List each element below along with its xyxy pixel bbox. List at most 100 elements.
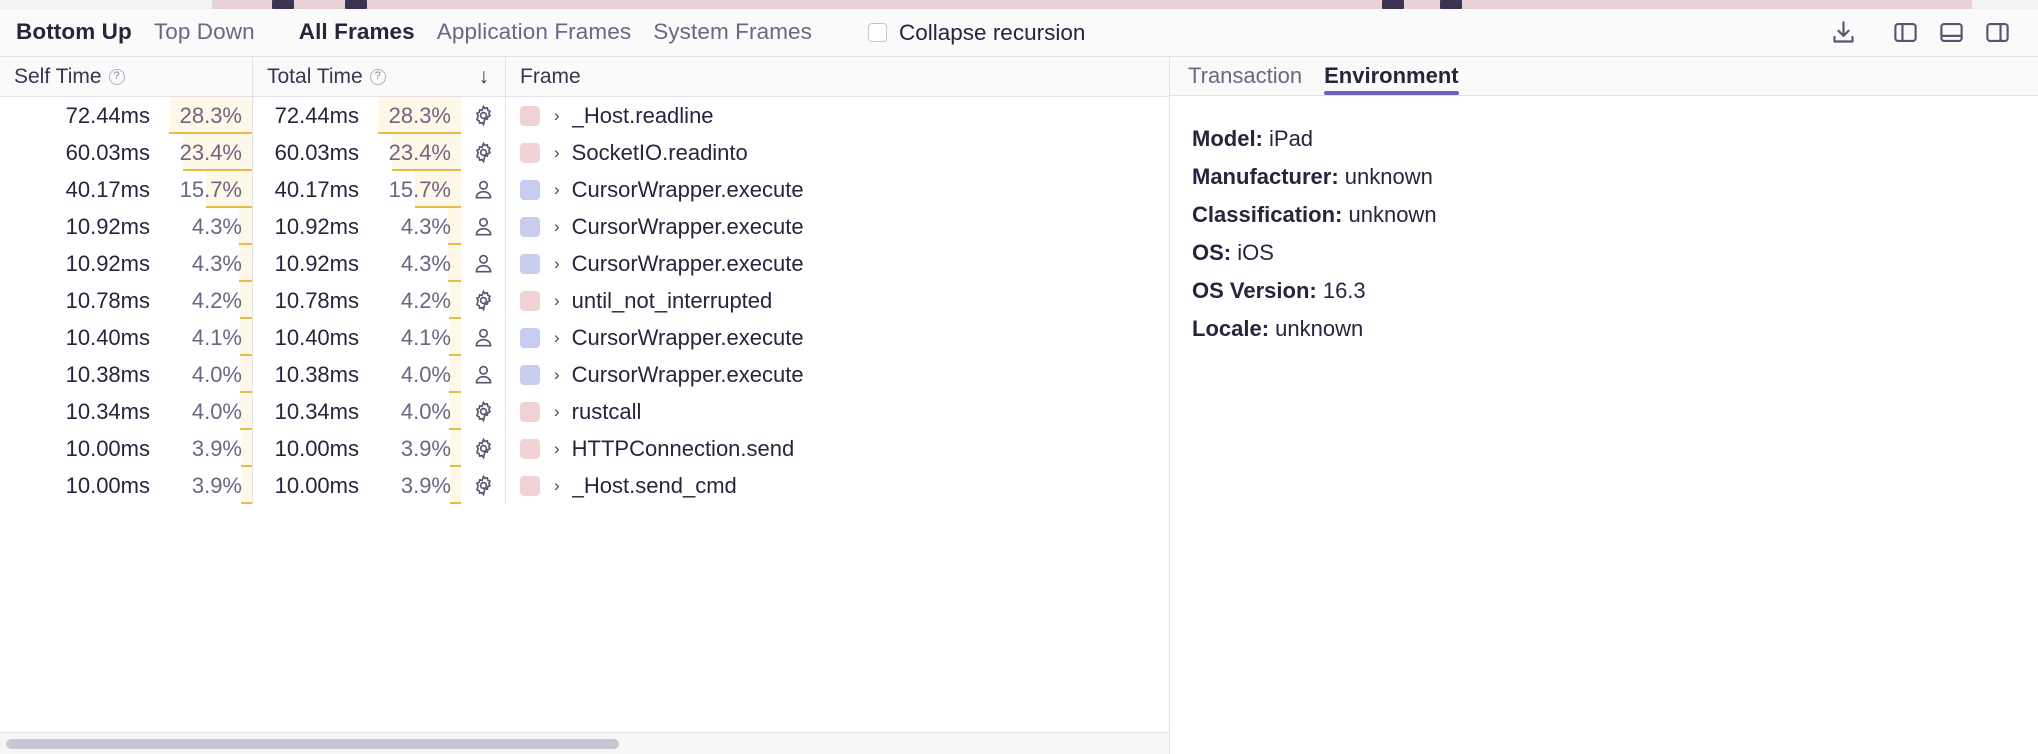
percentage-underline-bar (239, 353, 252, 356)
table-cell-frame[interactable]: › rustcall (506, 393, 1169, 430)
tab-top-down[interactable]: Top Down (153, 18, 255, 44)
self-time-value: 10.00ms (65, 472, 150, 498)
flame-bar[interactable] (1972, 0, 2038, 9)
flame-tick[interactable] (272, 0, 294, 9)
person-icon[interactable] (461, 319, 505, 356)
gear-icon[interactable] (461, 134, 505, 171)
table-cell-frame[interactable]: ›_Host.readline (506, 97, 1169, 134)
tab-environment[interactable]: Environment (1324, 57, 1460, 95)
percentage-underline-bar (169, 131, 252, 134)
frame-color-swatch (520, 438, 540, 459)
flame-tick[interactable] (1440, 0, 1462, 9)
gear-icon[interactable] (461, 282, 505, 319)
table-cell-frame[interactable]: ›_Host.send_cmd (506, 467, 1169, 504)
table-cell-frame[interactable]: ›SocketIO.readinto (506, 134, 1169, 171)
percentage-background-bar (414, 171, 461, 208)
flame-tick[interactable] (345, 0, 367, 9)
table-cell-frame[interactable]: ›CursorWrapper.execute (506, 245, 1169, 282)
flame-tick[interactable] (1382, 0, 1404, 9)
table-cell-frame[interactable]: ›CursorWrapper.execute (506, 356, 1169, 393)
tab-bottom-up[interactable]: Bottom Up (14, 19, 134, 62)
collapse-recursion-toggle[interactable]: Collapse recursion (868, 20, 1085, 46)
column-header-total-time[interactable]: Total Time ? ↓ (253, 57, 506, 96)
frame-name: rustcall (571, 398, 642, 424)
horizontal-scrollbar[interactable] (0, 732, 1169, 754)
percentage-cell: 3.9% (164, 430, 252, 467)
person-icon[interactable] (461, 356, 505, 393)
table-cell-frame[interactable]: ›CursorWrapper.execute (506, 171, 1169, 208)
gear-icon[interactable] (461, 97, 505, 134)
total-time-value: 10.00ms (274, 472, 359, 498)
frame-color-swatch (520, 179, 540, 200)
percentage-cell: 4.2% (373, 282, 461, 319)
percentage-underline-bar (449, 501, 461, 504)
gear-icon[interactable] (461, 393, 505, 430)
collapse-recursion-checkbox[interactable] (868, 23, 888, 42)
gear-icon[interactable] (461, 467, 505, 504)
chevron-right-icon[interactable]: › (554, 365, 560, 384)
download-icon[interactable] (1820, 13, 1866, 53)
chevron-right-icon[interactable]: › (554, 180, 560, 199)
chevron-right-icon[interactable]: › (554, 106, 560, 125)
percentage-cell: 4.1% (164, 319, 252, 356)
percentage-background-bar (448, 282, 461, 319)
gear-icon[interactable] (461, 430, 505, 467)
chevron-right-icon[interactable]: › (554, 402, 560, 421)
chevron-right-icon[interactable]: › (554, 143, 560, 162)
flamegraph-strip-cutoff[interactable] (0, 0, 2038, 9)
tab-system-frames[interactable]: System Frames (653, 18, 813, 44)
person-icon[interactable] (461, 208, 505, 245)
table-cell-frame[interactable]: ›HTTPConnection.send (506, 430, 1169, 467)
percentage-background-bar (448, 208, 461, 245)
table-cell-frame[interactable]: ›until_not_interrupted (506, 282, 1169, 319)
self-time-percentage: 4.1% (191, 324, 242, 350)
flame-bar[interactable] (0, 0, 212, 9)
horizontal-scrollbar-thumb[interactable] (6, 738, 620, 749)
total-time-percentage: 4.1% (400, 324, 451, 350)
column-header-frame[interactable]: Frame (506, 57, 1169, 96)
percentage-background-bar (239, 208, 252, 245)
environment-field: Model: iPad (1192, 120, 2038, 158)
layout-right-panel-icon[interactable] (1974, 13, 2020, 53)
tab-transaction[interactable]: Transaction (1188, 63, 1303, 88)
column-header-frame-label: Frame (520, 64, 581, 88)
chevron-right-icon[interactable]: › (554, 254, 560, 273)
person-icon[interactable] (461, 245, 505, 282)
chevron-right-icon[interactable]: › (554, 476, 560, 495)
sort-descending-icon[interactable]: ↓ (478, 64, 490, 88)
chevron-right-icon[interactable]: › (554, 217, 560, 236)
percentage-cell: 4.0% (373, 393, 461, 430)
self-time-percentage: 4.0% (191, 398, 242, 424)
layout-bottom-panel-icon[interactable] (1928, 13, 1974, 53)
flame-bar[interactable] (212, 0, 1972, 9)
chevron-right-icon[interactable]: › (554, 439, 560, 458)
layout-left-panel-icon[interactable] (1882, 13, 1928, 53)
self-time-value: 10.92ms (65, 250, 150, 276)
help-icon[interactable]: ? (369, 68, 386, 85)
table-cell-frame[interactable]: ›CursorWrapper.execute (506, 319, 1169, 356)
tab-all-frames[interactable]: All Frames (296, 19, 417, 62)
chevron-right-icon[interactable]: › (554, 291, 560, 310)
column-header-self-time[interactable]: Self Time ? (0, 57, 253, 96)
tab-application-frames[interactable]: Application Frames (436, 18, 632, 44)
chevron-right-icon[interactable]: › (554, 328, 560, 347)
person-icon[interactable] (461, 171, 505, 208)
help-icon[interactable]: ? (108, 68, 125, 85)
table-cell-frame[interactable]: ›CursorWrapper.execute (506, 208, 1169, 245)
